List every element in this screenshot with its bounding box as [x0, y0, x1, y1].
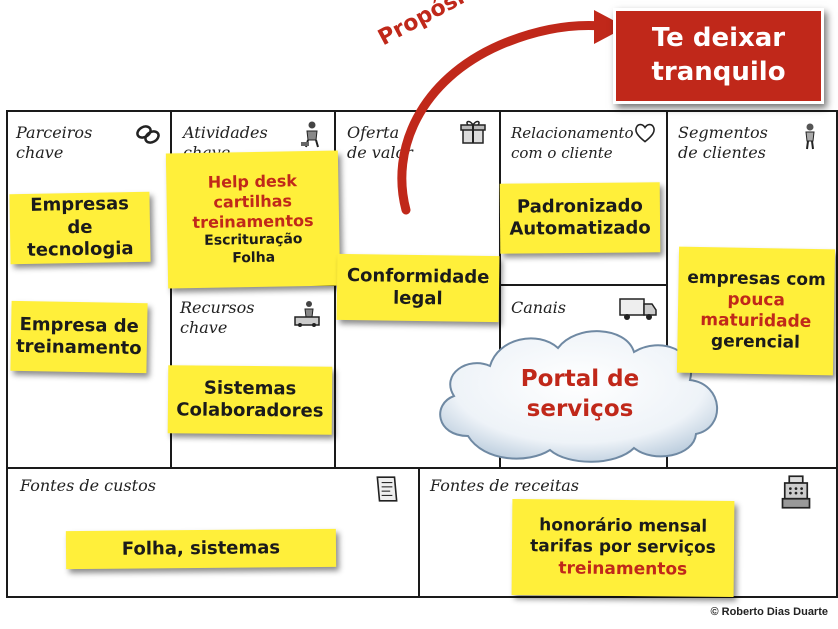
cell-title-oferta: Oferta de valor	[347, 123, 413, 162]
grid-line	[499, 112, 501, 467]
note-line: legal	[392, 287, 443, 310]
purpose-line: tranquilo	[651, 57, 786, 87]
note-line: Colaboradores	[176, 399, 324, 422]
grid-line	[418, 467, 420, 598]
delivery-truck-icon	[619, 298, 657, 320]
sticky-note-custos: Folha, sistemas	[65, 528, 337, 570]
note-line: Folha	[232, 249, 276, 266]
note-line: Empresa de	[19, 313, 140, 337]
cell-title-segmentos: Segmentos de clientes	[678, 123, 768, 162]
note-line: Empresas de	[30, 193, 130, 238]
note-line: honorário mensal	[539, 515, 708, 537]
worker-icon	[301, 121, 319, 148]
cloud-line: Portal de	[520, 366, 640, 392]
cell-title-parceiros: Parceiros chave	[16, 123, 93, 162]
cash-register-icon	[781, 475, 811, 509]
note-line: Escrituração	[204, 231, 303, 249]
purpose-line: Te deixar	[651, 23, 786, 54]
grid-line	[334, 112, 336, 467]
purpose-arrow	[397, 10, 626, 215]
note-line: maturidade	[700, 310, 812, 332]
sticky-note-parceiros-1: Empresas de tecnologia	[9, 191, 151, 265]
grid-line	[170, 112, 172, 467]
note-line: pouca	[727, 289, 786, 311]
note-line: treinamentos	[192, 210, 314, 233]
grid-line	[499, 284, 668, 286]
note-line: Sistemas	[203, 377, 297, 399]
cell-title-canais: Canais	[511, 298, 566, 317]
note-line: Folha, sistemas	[121, 537, 281, 560]
purpose-box: Te deixar tranquilo	[613, 8, 824, 104]
note-line: cartilhas	[213, 191, 293, 212]
sticky-note-parceiros-2: Empresa de treinamento	[10, 300, 148, 374]
sticky-note-oferta: Conformidade legal	[336, 253, 500, 323]
note-line: tecnologia	[27, 238, 134, 262]
grid-line	[8, 467, 836, 469]
cell-title-receitas: Fontes de receitas	[430, 476, 579, 495]
note-line: tarifas por serviços	[530, 536, 716, 559]
gift-icon	[460, 120, 486, 144]
sticky-note-receitas: honorário mensal tarifas por serviços tr…	[511, 499, 735, 597]
person-icon	[805, 123, 815, 150]
note-line: gerencial	[710, 331, 801, 354]
sticky-note-atividades: Help desk cartilhas treinamentos Escritu…	[165, 150, 341, 289]
note-line: treinamentos	[558, 558, 688, 580]
grid-line	[666, 112, 668, 467]
note-line: empresas com	[687, 267, 826, 290]
cell-title-recursos: Recursos chave	[180, 298, 255, 337]
sticky-note-segmentos: empresas com pouca maturidade gerencial	[676, 246, 836, 376]
cell-title-relacionamento: Relacionamento com o cliente	[511, 124, 634, 162]
receipt-icon	[376, 476, 398, 502]
note-line: treinamento	[15, 335, 142, 360]
chain-link-icon	[136, 125, 160, 144]
copyright-text: © Roberto Dias Duarte	[710, 606, 828, 618]
cloud-line: serviços	[526, 395, 634, 422]
note-line: Help desk	[207, 171, 298, 192]
note-line: Conformidade	[346, 264, 490, 288]
sticky-note-recursos: Sistemas Colaboradores	[167, 365, 333, 435]
heart-icon	[635, 123, 655, 143]
cell-title-custos: Fontes de custos	[20, 476, 156, 495]
cloud-label: Portal de serviços	[500, 365, 660, 425]
worker-machine-icon	[294, 301, 320, 327]
